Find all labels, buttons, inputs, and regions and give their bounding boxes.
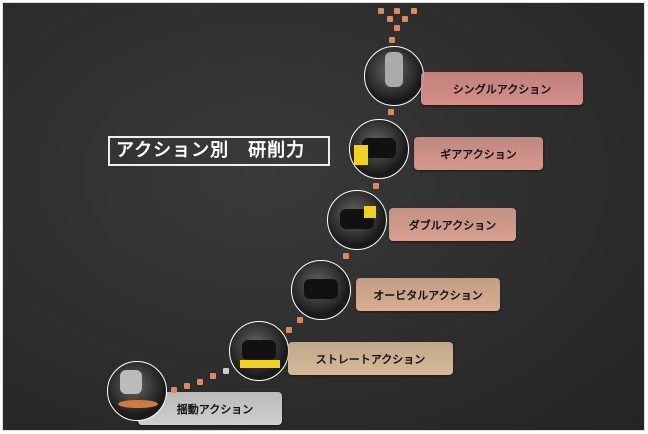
dot — [402, 16, 408, 22]
swing-action-label[interactable]: 揺動アクション — [138, 392, 282, 425]
dot — [411, 8, 417, 14]
dot — [387, 16, 393, 22]
straight-action-label[interactable]: ストレートアクション — [288, 342, 453, 375]
single-action-tool-image — [364, 46, 424, 106]
dot — [171, 387, 177, 393]
dot — [394, 25, 400, 31]
dot — [184, 383, 190, 389]
orbital-action-tool-image — [291, 260, 351, 320]
gear-action-tool-image — [349, 119, 409, 179]
gear-action-label[interactable]: ギアアクション — [414, 137, 543, 170]
dot — [389, 37, 395, 43]
dot — [197, 379, 203, 385]
dot — [297, 317, 303, 323]
double-action-tool-image — [327, 190, 387, 250]
page-title: アクション別 研削力 — [108, 136, 330, 166]
dot — [210, 373, 216, 379]
straight-action-tool-image — [229, 321, 289, 381]
dot — [373, 183, 379, 189]
double-action-label[interactable]: ダブルアクション — [389, 208, 516, 241]
dot — [378, 8, 384, 14]
dot — [388, 109, 394, 115]
dot — [343, 253, 349, 259]
single-action-label[interactable]: シングルアクション — [421, 72, 583, 105]
orbital-action-label[interactable]: オービタルアクション — [356, 278, 500, 311]
dot — [394, 8, 400, 14]
dot — [223, 368, 229, 374]
swing-action-tool-image — [107, 361, 167, 421]
dot — [286, 327, 292, 333]
